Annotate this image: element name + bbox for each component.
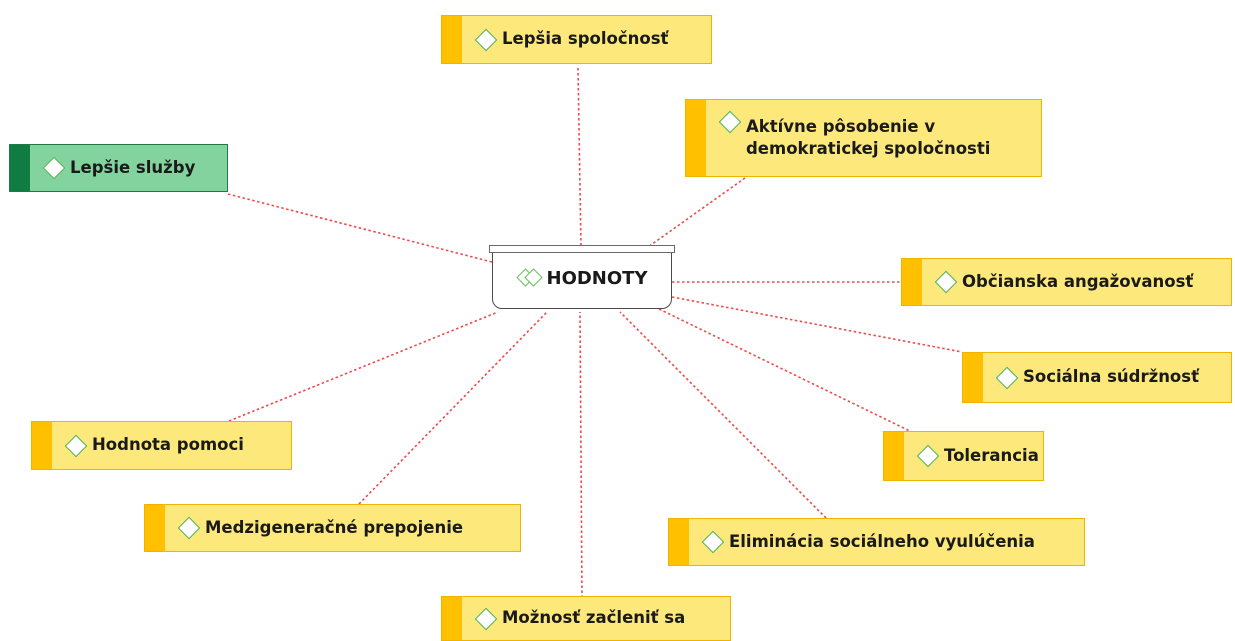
central-topic-hodnoty[interactable]: HODNOTY [489,245,675,309]
connector-socialna-sudrznost [671,296,963,353]
node-aktivne-posobenie[interactable]: Aktívne pôsobenie v demokratickej spoloč… [685,99,1042,177]
double-diamond-icon [515,268,543,287]
node-tolerancia[interactable]: Tolerancia [883,431,1044,481]
node-label: Sociálna súdržnosť [1023,367,1199,387]
node-color-strip [10,145,30,191]
node-color-strip [32,422,52,469]
node-label: Hodnota pomoci [92,435,244,455]
node-lepsia-spolocnost[interactable]: Lepšia spoločnosť [441,15,712,64]
central-topic-label: HODNOTY [546,267,648,289]
diamond-icon [995,366,1019,389]
node-label: Medzigeneračné prepojenie [205,517,464,537]
central-topic-lid [489,245,675,253]
diamond-icon [718,110,742,134]
node-label: Tolerancia [944,445,1039,465]
connector-eliminacia [619,311,827,519]
node-label: Aktívne pôsobenie v demokratickej spoloč… [746,116,991,158]
node-label: Občianska angažovanosť [962,271,1194,291]
node-medzigeneracne-prepojenie[interactable]: Medzigeneračné prepojenie [144,504,521,552]
diamond-icon [934,270,958,294]
node-color-strip [669,519,689,565]
diamond-icon [177,516,201,540]
connector-lepsie-sluzby [227,193,493,263]
connector-moznost-zaclenit [579,311,583,599]
node-color-strip [884,432,904,480]
node-socialna-sudrznost[interactable]: Sociálna súdržnosť [962,352,1232,403]
diamond-icon [42,156,66,180]
node-lepsie-sluzby[interactable]: Lepšie služby [9,144,228,192]
node-label: Eliminácia sociálneho vyulúčenia [729,531,1035,551]
diamond-icon [701,530,725,554]
node-label: Lepšia spoločnosť [502,29,669,49]
node-moznost-zaclenit-sa[interactable]: Možnosť začleniť sa [441,596,731,641]
node-color-strip [442,597,462,640]
node-hodnota-pomoci[interactable]: Hodnota pomoci [31,421,292,470]
connector-lepsia-spolocnost [577,67,582,248]
diamond-icon [916,444,940,468]
connector-hodnota-pomoci [228,311,499,422]
diamond-icon [474,28,498,51]
node-obcianska-angazovanost[interactable]: Občianska angažovanosť [901,258,1232,306]
node-color-strip [963,353,983,402]
node-color-strip [145,505,165,551]
node-eliminacia-socialneho-vylucenia[interactable]: Eliminácia sociálneho vyulúčenia [668,518,1085,566]
connector-medzigeneracne-prepojenie [358,311,548,505]
connector-tolerancia [658,308,917,435]
diamond-icon [474,607,498,630]
node-color-strip [442,16,462,63]
node-color-strip [902,259,922,305]
node-color-strip [686,100,706,176]
node-label: Možnosť začleniť sa [502,608,686,628]
diamond-icon [64,434,88,457]
connector-aktivne-posobenie [647,177,746,248]
node-label: Lepšie služby [70,157,196,177]
